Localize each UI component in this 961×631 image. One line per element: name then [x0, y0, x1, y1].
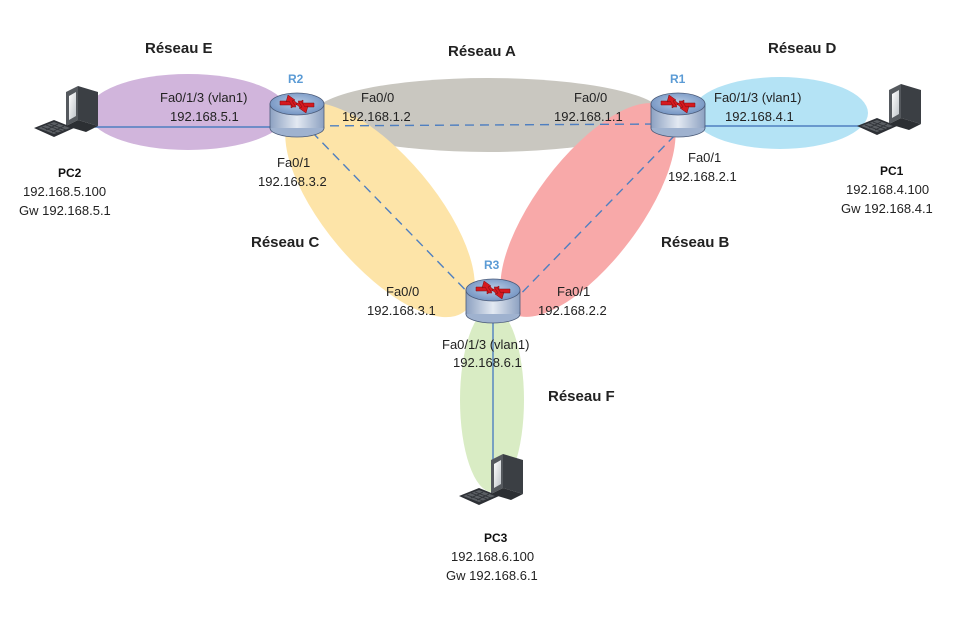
pc1-gateway: Gw 192.168.4.1 [841, 201, 933, 216]
reseau-f-zone [460, 308, 524, 492]
r1-fa00-interface: Fa0/0 [574, 90, 607, 105]
reseau-c-label: Réseau C [251, 234, 320, 251]
link-r1-r3 [509, 134, 676, 306]
link-r2-r3 [311, 131, 481, 306]
pc3-gateway: Gw 192.168.6.1 [446, 568, 538, 583]
pc1-ip: 192.168.4.100 [846, 182, 929, 197]
r1-name: R1 [670, 72, 686, 86]
pc2-icon[interactable] [33, 85, 99, 138]
r1-vlan-ip: 192.168.4.1 [725, 109, 794, 124]
r3-fa00-ip: 192.168.3.1 [367, 303, 436, 318]
r3-fa01-interface: Fa0/1 [557, 284, 590, 299]
pc3-ip: 192.168.6.100 [451, 549, 534, 564]
pc2-gateway: Gw 192.168.5.1 [19, 203, 111, 218]
reseau-f-label: Réseau F [548, 388, 615, 405]
pc2-name: PC2 [58, 166, 82, 180]
reseau-b-zone [500, 103, 676, 317]
r3-name: R3 [484, 258, 500, 272]
router-r2[interactable] [269, 92, 325, 138]
r3-vlan-ip: 192.168.6.1 [453, 355, 522, 370]
pc3-name: PC3 [484, 531, 508, 545]
pc2-ip: 192.168.5.100 [23, 184, 106, 199]
r2-fa00-interface: Fa0/0 [361, 90, 394, 105]
r3-fa01-ip: 192.168.2.2 [538, 303, 607, 318]
r2-fa00-ip: 192.168.1.2 [342, 109, 411, 124]
reseau-c-zone [285, 102, 475, 318]
r1-fa00-ip: 192.168.1.1 [554, 109, 623, 124]
link-r2-r1 [299, 123, 663, 127]
r3-vlan-interface: Fa0/1/3 (vlan1) [442, 337, 529, 352]
r1-fa01-ip: 192.168.2.1 [668, 169, 737, 184]
r2-name: R2 [288, 72, 304, 86]
reseau-a-zone [313, 78, 663, 152]
r2-vlan-ip: 192.168.5.1 [170, 109, 239, 124]
reseau-e-label: Réseau E [145, 40, 213, 57]
r2-fa01-interface: Fa0/1 [277, 155, 310, 170]
reseau-a-label: Réseau A [448, 43, 516, 60]
reseau-e-zone [88, 74, 288, 150]
r2-vlan-interface: Fa0/1/3 (vlan1) [160, 90, 247, 105]
router-r1[interactable] [650, 92, 706, 138]
pc1-name: PC1 [880, 164, 904, 178]
r1-fa01-interface: Fa0/1 [688, 150, 721, 165]
reseau-d-label: Réseau D [768, 40, 837, 57]
reseau-d-zone [692, 77, 868, 149]
r2-fa01-ip: 192.168.3.2 [258, 174, 327, 189]
router-r3[interactable] [465, 278, 521, 324]
r1-vlan-interface: Fa0/1/3 (vlan1) [714, 90, 801, 105]
r3-fa00-interface: Fa0/0 [386, 284, 419, 299]
reseau-b-label: Réseau B [661, 234, 730, 251]
